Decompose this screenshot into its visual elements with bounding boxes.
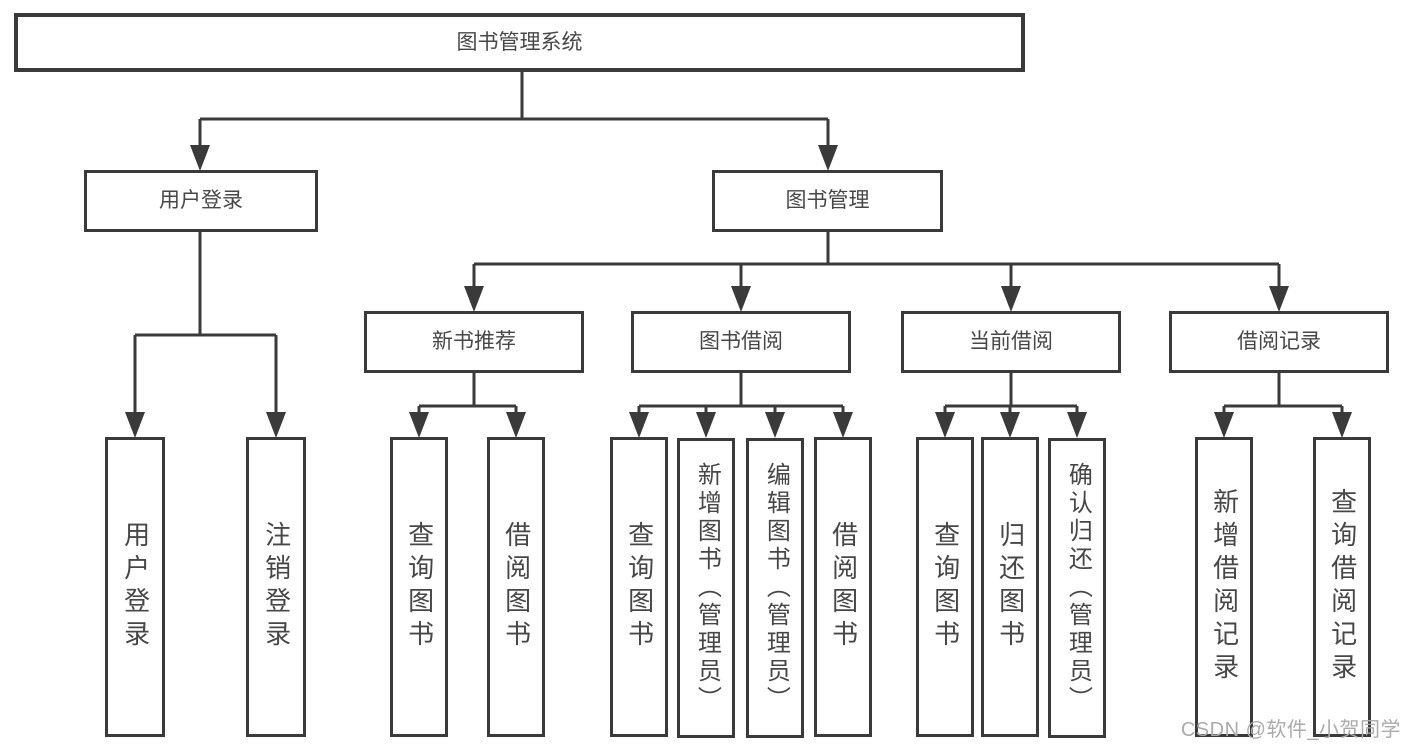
node-borrow-records: 借阅记录 (1169, 311, 1389, 373)
node-library-management-system: 图书管理系统 (14, 13, 1025, 72)
leaf-query-books-recommend: 查询图书 (390, 437, 448, 737)
leaf-edit-book-admin: 编辑图书（管理员） (746, 438, 804, 738)
wire-borrow-to-leaves (637, 373, 845, 416)
node-user-login: 用户登录 (84, 170, 318, 232)
wire-bookmgmt-to-level3 (472, 232, 1281, 290)
node-book-borrow: 图书借阅 (631, 311, 851, 373)
leaf-logout: 注销登录 (246, 437, 306, 737)
leaf-borrow-books-recommend: 借阅图书 (487, 437, 545, 737)
leaf-borrow-books: 借阅图书 (814, 437, 872, 737)
node-current-borrow: 当前借阅 (901, 311, 1121, 373)
wire-root-to-level2 (198, 71, 830, 148)
arrowheads (125, 145, 1352, 438)
leaf-confirm-return-admin: 确认归还（管理员） (1048, 438, 1106, 738)
wire-userlogin-to-leaves (133, 232, 278, 416)
leaf-user-login: 用户登录 (105, 437, 165, 737)
wire-records-to-leaves (1222, 373, 1344, 416)
leaf-return-books: 归还图书 (981, 437, 1039, 737)
leaf-query-borrow-record: 查询借阅记录 (1313, 437, 1371, 737)
leaf-query-books-current: 查询图书 (916, 437, 974, 737)
wire-current-to-leaves (943, 373, 1079, 416)
wire-recommend-to-leaves (417, 373, 518, 416)
leaf-add-book-admin: 新增图书（管理员） (677, 438, 735, 738)
leaf-add-borrow-record: 新增借阅记录 (1195, 437, 1253, 737)
watermark: CSDN @软件_小贺同学 (1180, 719, 1401, 741)
node-new-book-recommend: 新书推荐 (364, 311, 584, 373)
leaf-query-books-borrow: 查询图书 (610, 437, 668, 737)
node-book-management: 图书管理 (712, 170, 943, 232)
